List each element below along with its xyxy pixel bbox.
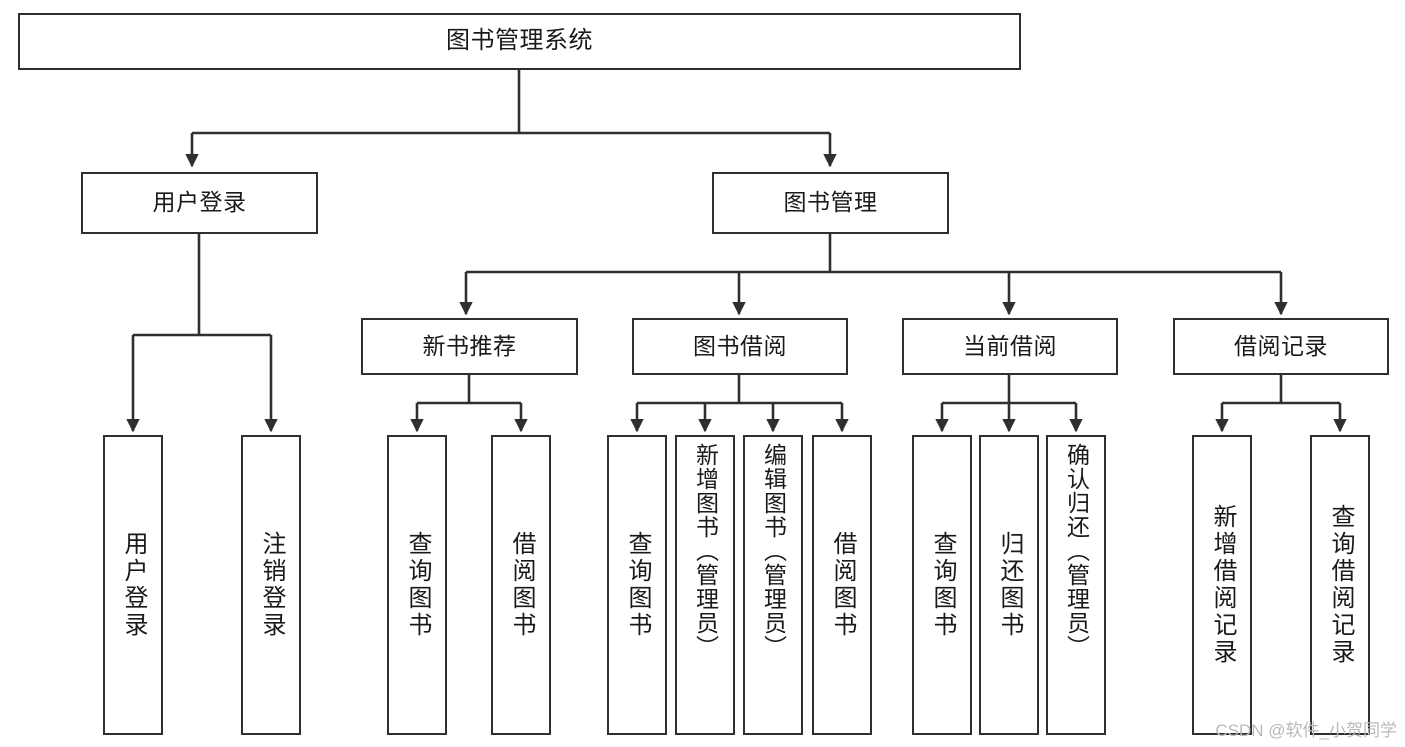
node-leaf-return-book[interactable]: 归还图书 xyxy=(979,435,1039,735)
node-leaf-borrow-book-1-label: 借阅图书 xyxy=(508,531,535,639)
node-leaf-query-book-2-label: 查询图书 xyxy=(624,531,651,639)
node-root[interactable]: 图书管理系统 xyxy=(18,13,1021,70)
node-leaf-add-book-label: 新增图书（管理员） xyxy=(692,443,719,659)
node-leaf-return-book-label: 归还图书 xyxy=(996,531,1023,639)
node-leaf-logout-label: 注销登录 xyxy=(258,531,285,639)
node-book-borrow[interactable]: 图书借阅 xyxy=(632,318,848,375)
node-user-login-label: 用户登录 xyxy=(152,189,247,216)
node-new-book-recommend[interactable]: 新书推荐 xyxy=(361,318,578,375)
node-leaf-confirm-return-label: 确认归还（管理员） xyxy=(1063,443,1090,659)
node-leaf-query-record[interactable]: 查询借阅记录 xyxy=(1310,435,1370,735)
node-current-borrow-label: 当前借阅 xyxy=(963,332,1057,359)
node-leaf-query-record-label: 查询借阅记录 xyxy=(1327,504,1354,666)
node-leaf-borrow-book-1[interactable]: 借阅图书 xyxy=(491,435,551,735)
node-leaf-query-book-3-label: 查询图书 xyxy=(929,531,956,639)
node-root-label: 图书管理系统 xyxy=(446,27,593,55)
node-leaf-edit-book[interactable]: 编辑图书（管理员） xyxy=(743,435,803,735)
node-leaf-logout[interactable]: 注销登录 xyxy=(241,435,301,735)
node-leaf-add-record[interactable]: 新增借阅记录 xyxy=(1192,435,1252,735)
node-borrow-record-label: 借阅记录 xyxy=(1234,332,1328,359)
node-book-borrow-label: 图书借阅 xyxy=(693,332,787,359)
node-current-borrow[interactable]: 当前借阅 xyxy=(902,318,1118,375)
node-leaf-add-record-label: 新增借阅记录 xyxy=(1209,504,1236,666)
node-leaf-query-book-3[interactable]: 查询图书 xyxy=(912,435,972,735)
node-user-login[interactable]: 用户登录 xyxy=(81,172,318,234)
node-leaf-borrow-book-2[interactable]: 借阅图书 xyxy=(812,435,872,735)
node-borrow-record[interactable]: 借阅记录 xyxy=(1173,318,1389,375)
node-leaf-query-book-1-label: 查询图书 xyxy=(404,531,431,639)
node-leaf-add-book[interactable]: 新增图书（管理员） xyxy=(675,435,735,735)
node-leaf-user-login[interactable]: 用户登录 xyxy=(103,435,163,735)
node-leaf-confirm-return[interactable]: 确认归还（管理员） xyxy=(1046,435,1106,735)
csdn-watermark: CSDN @软件_小贺同学 xyxy=(1215,721,1397,740)
node-leaf-query-book-1[interactable]: 查询图书 xyxy=(387,435,447,735)
node-leaf-user-login-label: 用户登录 xyxy=(120,531,147,639)
node-leaf-borrow-book-2-label: 借阅图书 xyxy=(829,531,856,639)
node-new-book-recommend-label: 新书推荐 xyxy=(422,332,517,359)
node-book-manage-label: 图书管理 xyxy=(783,189,878,216)
node-book-manage[interactable]: 图书管理 xyxy=(712,172,949,234)
node-leaf-query-book-2[interactable]: 查询图书 xyxy=(607,435,667,735)
node-leaf-edit-book-label: 编辑图书（管理员） xyxy=(760,443,787,659)
